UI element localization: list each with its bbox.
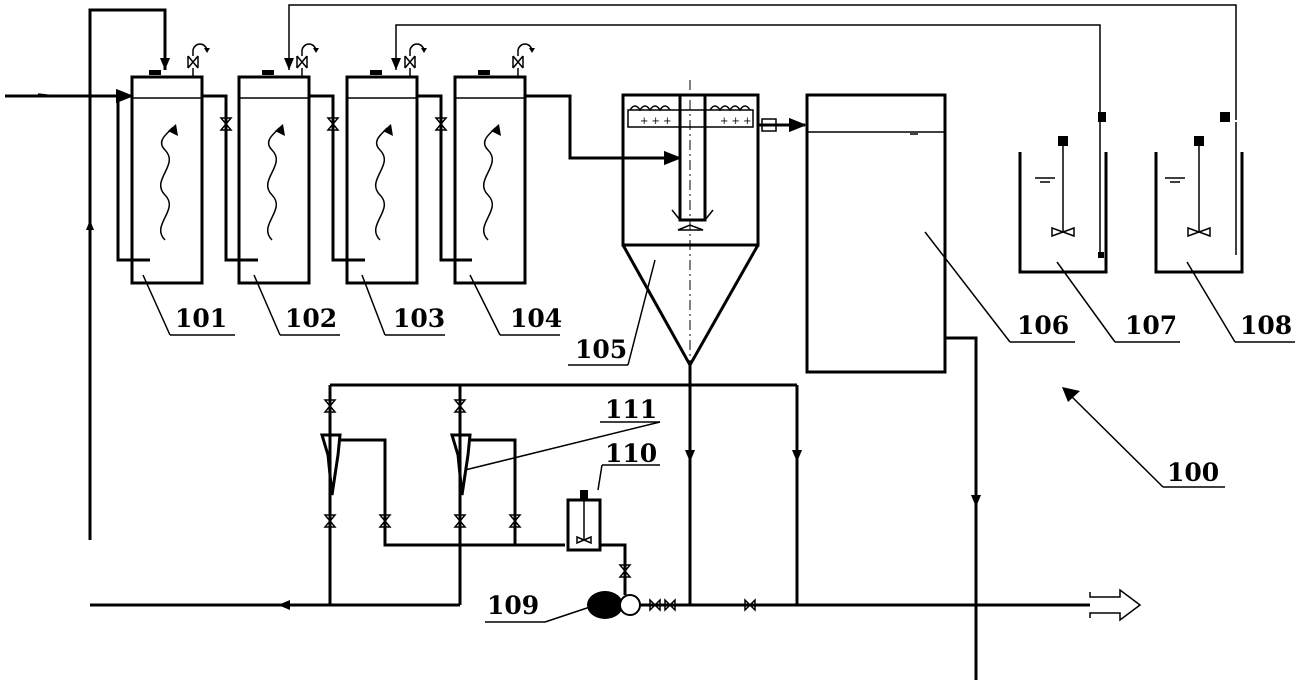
label-111: 111 [605,395,657,424]
settling-tank-105: + + + + + + [621,80,807,370]
label-108: 108 [1240,311,1292,340]
label-103: 103 [393,304,445,333]
label-107: 107 [1125,311,1177,340]
reactor-tank-103 [345,70,419,285]
label-102: 102 [285,304,337,333]
label-110: 110 [605,439,657,468]
reactor-tank-102 [237,70,311,285]
bottom-piping [90,365,1142,622]
label-104: 104 [510,304,562,333]
reactor-tank-104 [453,70,527,285]
tank-106 [805,93,981,680]
label-106: 106 [1017,311,1069,340]
reactor-tank-101 [130,70,204,285]
svg-text:+ + +: + + + [720,116,752,127]
label-109: 109 [487,591,539,620]
diagram-labels: 101 102 103 104 105 106 107 108 109 110 … [175,304,1292,620]
transfer-pipes [5,88,682,262]
dosing-tank-108 [1154,112,1244,274]
label-101: 101 [175,304,227,333]
leader-lines [142,231,1295,623]
label-100: 100 [1167,458,1219,487]
label-105: 105 [575,335,627,364]
svg-text:+ + +: + + + [640,116,672,127]
dosing-tank-107 [1018,112,1108,274]
vent-valves [187,43,535,77]
dosing-lines [86,4,1237,540]
